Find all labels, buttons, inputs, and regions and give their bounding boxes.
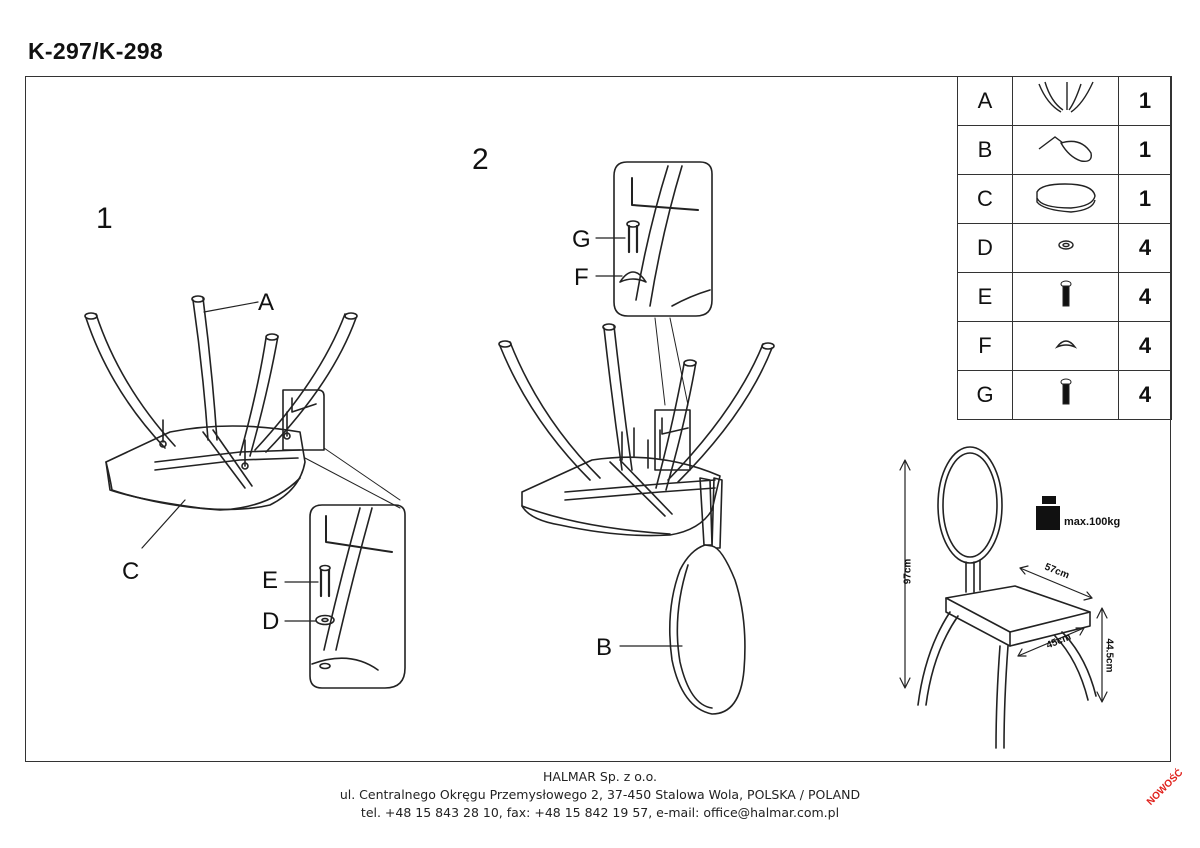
part-qty: 1 xyxy=(1118,76,1172,126)
backrest-icon xyxy=(1038,136,1092,163)
parts-row: A 1 xyxy=(957,76,1172,126)
part-qty: 4 xyxy=(1118,370,1172,420)
part-letter: A xyxy=(957,76,1013,126)
weight-icon xyxy=(1036,496,1060,530)
chair-legs-frame-icon xyxy=(1037,81,1094,113)
part-letter: B xyxy=(957,125,1013,175)
parts-row: B 1 xyxy=(957,125,1172,175)
washer-icon xyxy=(1057,240,1074,250)
parts-row: E 4 xyxy=(957,272,1172,322)
step1-seat-and-legs xyxy=(84,295,401,549)
parts-row: G 4 xyxy=(957,370,1172,420)
footer-company: HALMAR Sp. z o.o. xyxy=(542,769,658,784)
chair-dimensions-drawing xyxy=(899,446,1108,749)
step-number-1: 1 xyxy=(96,202,113,235)
step2-zoom-detail xyxy=(595,161,713,317)
callout-label-c: C xyxy=(122,558,140,585)
part-qty: 1 xyxy=(1118,125,1172,175)
document-title: K-297/K-298 xyxy=(28,38,163,64)
parts-row: F 4 xyxy=(957,321,1172,371)
part-qty: 4 xyxy=(1118,321,1172,371)
part-letter: F xyxy=(957,321,1013,371)
callout-label-b: B xyxy=(596,634,613,661)
footer-contact: tel. +48 15 843 28 10, fax: +48 15 842 1… xyxy=(360,805,840,820)
dimension-seat-height: 44.5cm xyxy=(1103,638,1115,673)
dimension-height: 97cm xyxy=(902,558,914,585)
bolt-icon xyxy=(1060,378,1071,405)
parts-list-table: A 1 B 1 C 1 D 4 E 4 F 4 G 4 xyxy=(957,76,1172,420)
step1-zoom-detail xyxy=(284,504,406,689)
bolt-icon xyxy=(1060,280,1071,307)
seat-cushion-icon xyxy=(1035,183,1096,213)
part-letter: E xyxy=(957,272,1013,322)
parts-row: C 1 xyxy=(957,174,1172,224)
step2-seat-legs-back xyxy=(498,317,775,715)
footer-address: ul. Centralnego Okręgu Przemysłowego 2, … xyxy=(339,787,861,802)
parts-row: D 4 xyxy=(957,223,1172,273)
part-letter: C xyxy=(957,174,1013,224)
callout-label-e: E xyxy=(262,567,279,594)
part-qty: 4 xyxy=(1118,223,1172,273)
step-number-2: 2 xyxy=(472,143,489,176)
callout-label-a: A xyxy=(258,289,275,316)
callout-label-g: G xyxy=(572,226,591,253)
part-letter: D xyxy=(957,223,1013,273)
part-qty: 1 xyxy=(1118,174,1172,224)
part-letter: G xyxy=(957,370,1013,420)
part-qty: 4 xyxy=(1118,272,1172,322)
max-load-label: max.100kg xyxy=(1064,516,1121,528)
callout-label-f: F xyxy=(574,264,589,291)
curved-washer-icon xyxy=(1054,340,1077,349)
callout-label-d: D xyxy=(262,608,280,635)
